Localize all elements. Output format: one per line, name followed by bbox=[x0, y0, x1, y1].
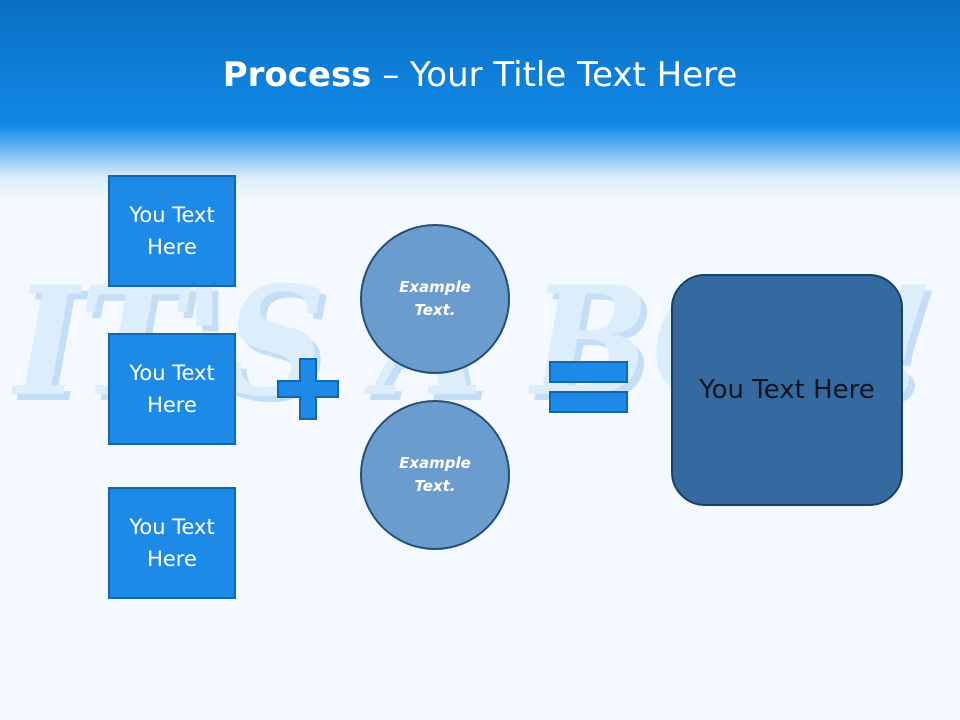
input-box-2: You Text Here bbox=[108, 333, 236, 445]
input-box-label: You Text Here bbox=[129, 515, 215, 571]
input-box-1: You Text Here bbox=[108, 175, 236, 287]
example-circle-1: Example Text. bbox=[360, 224, 510, 374]
title-text: – Your Title Text Here bbox=[371, 55, 738, 95]
title-bar bbox=[0, 0, 960, 200]
circle-label: Example Text. bbox=[399, 278, 471, 319]
page-title: Process – Your Title Text Here bbox=[0, 52, 960, 98]
example-circle-2: Example Text. bbox=[360, 400, 510, 550]
plus-icon bbox=[277, 358, 339, 420]
result-box: You Text Here bbox=[671, 274, 903, 506]
equals-icon bbox=[549, 361, 628, 413]
input-box-3: You Text Here bbox=[108, 487, 236, 599]
title-bold: Process bbox=[222, 55, 372, 95]
input-box-label: You Text Here bbox=[129, 203, 215, 259]
result-label: You Text Here bbox=[699, 375, 875, 405]
circle-label: Example Text. bbox=[399, 454, 471, 495]
input-box-label: You Text Here bbox=[129, 361, 215, 417]
